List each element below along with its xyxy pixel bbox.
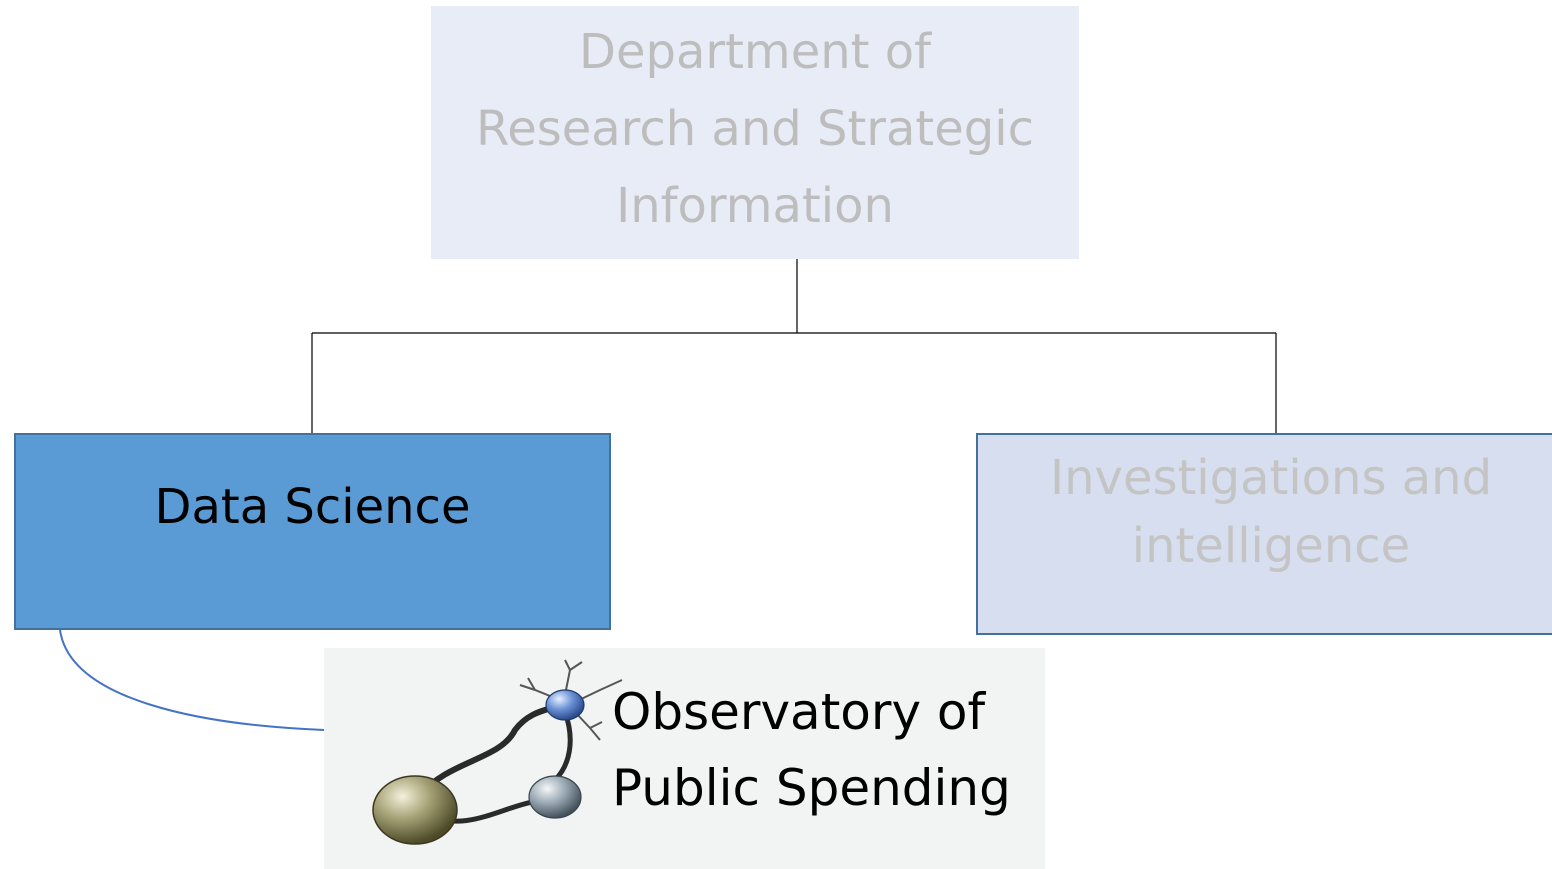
observatory-label-line1: Observatory of	[612, 683, 986, 741]
network-nodes-logo-icon	[372, 659, 623, 845]
department-label-line2: Research and Strategic	[476, 101, 1034, 157]
data-science-box: Data Science	[14, 433, 611, 630]
investigations-label-line2: intelligence	[1131, 518, 1411, 574]
department-label: Department of Research and Strategic Inf…	[476, 14, 1034, 245]
observatory-label: Observatory of Public Spending	[612, 674, 1011, 826]
investigations-label: Investigations and intelligence	[1050, 444, 1492, 580]
department-label-line3: Information	[616, 178, 894, 234]
data-science-label: Data Science	[154, 479, 471, 535]
department-box: Department of Research and Strategic Inf…	[431, 6, 1079, 259]
department-label-line1: Department of	[579, 24, 931, 80]
observatory-label-line2: Public Spending	[612, 759, 1011, 817]
observatory-curve-connector	[59, 629, 325, 731]
investigations-box: Investigations and intelligence	[976, 433, 1552, 635]
investigations-label-line1: Investigations and	[1049, 450, 1493, 506]
